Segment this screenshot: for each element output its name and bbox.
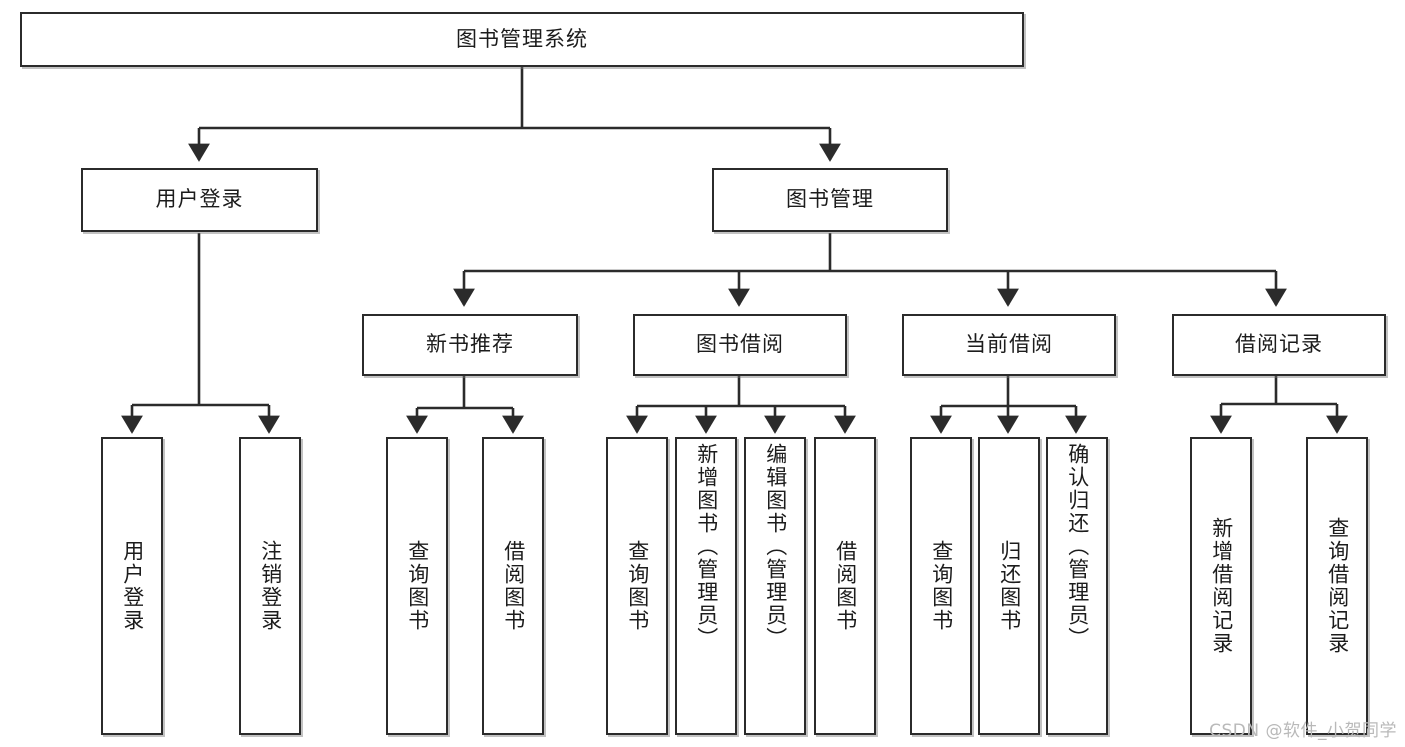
node-leaf-add-book[interactable]: 新增图书（管理员） (675, 437, 737, 735)
node-leaf-query-record[interactable]: 查询借阅记录 (1306, 437, 1368, 735)
node-root-label: 图书管理系统 (456, 26, 588, 51)
node-book-borrow-label: 图书借阅 (696, 332, 784, 357)
node-new-book-recommend[interactable]: 新书推荐 (362, 314, 578, 376)
node-leaf-query-book-1-label: 查询图书 (405, 540, 430, 632)
node-new-book-recommend-label: 新书推荐 (426, 332, 514, 357)
node-leaf-borrow-book-2[interactable]: 借阅图书 (814, 437, 876, 735)
connectors-newbook-to-leaves (406, 376, 524, 434)
node-leaf-add-record-label: 新增借阅记录 (1209, 517, 1234, 655)
node-book-manage[interactable]: 图书管理 (712, 168, 948, 232)
node-user-login-label: 用户登录 (155, 187, 244, 212)
node-leaf-edit-book-label: 编辑图书（管理员） (763, 443, 788, 650)
node-current-borrow[interactable]: 当前借阅 (902, 314, 1116, 376)
connectors-currentborrow-to-leaves (930, 376, 1087, 434)
node-leaf-query-book-1[interactable]: 查询图书 (386, 437, 448, 735)
node-borrow-record[interactable]: 借阅记录 (1172, 314, 1386, 376)
connectors-bookborrow-to-leaves (626, 376, 856, 434)
node-root[interactable]: 图书管理系统 (20, 12, 1024, 67)
connectors-root-to-level2 (188, 67, 841, 162)
node-leaf-user-login[interactable]: 用户登录 (101, 437, 163, 735)
node-borrow-record-label: 借阅记录 (1235, 332, 1323, 357)
node-leaf-borrow-book-1[interactable]: 借阅图书 (482, 437, 544, 735)
node-leaf-query-record-label: 查询借阅记录 (1325, 517, 1350, 655)
node-leaf-confirm-return[interactable]: 确认归还（管理员） (1046, 437, 1108, 735)
node-leaf-edit-book[interactable]: 编辑图书（管理员） (744, 437, 806, 735)
node-current-borrow-label: 当前借阅 (965, 332, 1053, 357)
node-leaf-user-login-label: 用户登录 (120, 540, 145, 632)
connectors-userlogin-to-leaves (121, 233, 280, 434)
node-leaf-logout-label: 注销登录 (258, 540, 283, 632)
node-leaf-query-book-3[interactable]: 查询图书 (910, 437, 972, 735)
node-leaf-add-record[interactable]: 新增借阅记录 (1190, 437, 1252, 735)
connectors-bookmanage-to-level3 (453, 233, 1287, 307)
node-leaf-query-book-3-label: 查询图书 (929, 540, 954, 632)
node-book-borrow[interactable]: 图书借阅 (633, 314, 847, 376)
connectors-borrowrecord-to-leaves (1210, 376, 1348, 434)
node-leaf-borrow-book-2-label: 借阅图书 (833, 540, 858, 632)
node-leaf-confirm-return-label: 确认归还（管理员） (1065, 443, 1090, 650)
node-leaf-return-book-label: 归还图书 (997, 540, 1022, 632)
node-leaf-query-book-2[interactable]: 查询图书 (606, 437, 668, 735)
node-leaf-logout[interactable]: 注销登录 (239, 437, 301, 735)
node-leaf-return-book[interactable]: 归还图书 (978, 437, 1040, 735)
node-book-manage-label: 图书管理 (786, 187, 874, 212)
node-leaf-borrow-book-1-label: 借阅图书 (501, 540, 526, 632)
node-user-login[interactable]: 用户登录 (81, 168, 318, 232)
node-leaf-query-book-2-label: 查询图书 (625, 540, 650, 632)
node-leaf-add-book-label: 新增图书（管理员） (694, 443, 719, 650)
